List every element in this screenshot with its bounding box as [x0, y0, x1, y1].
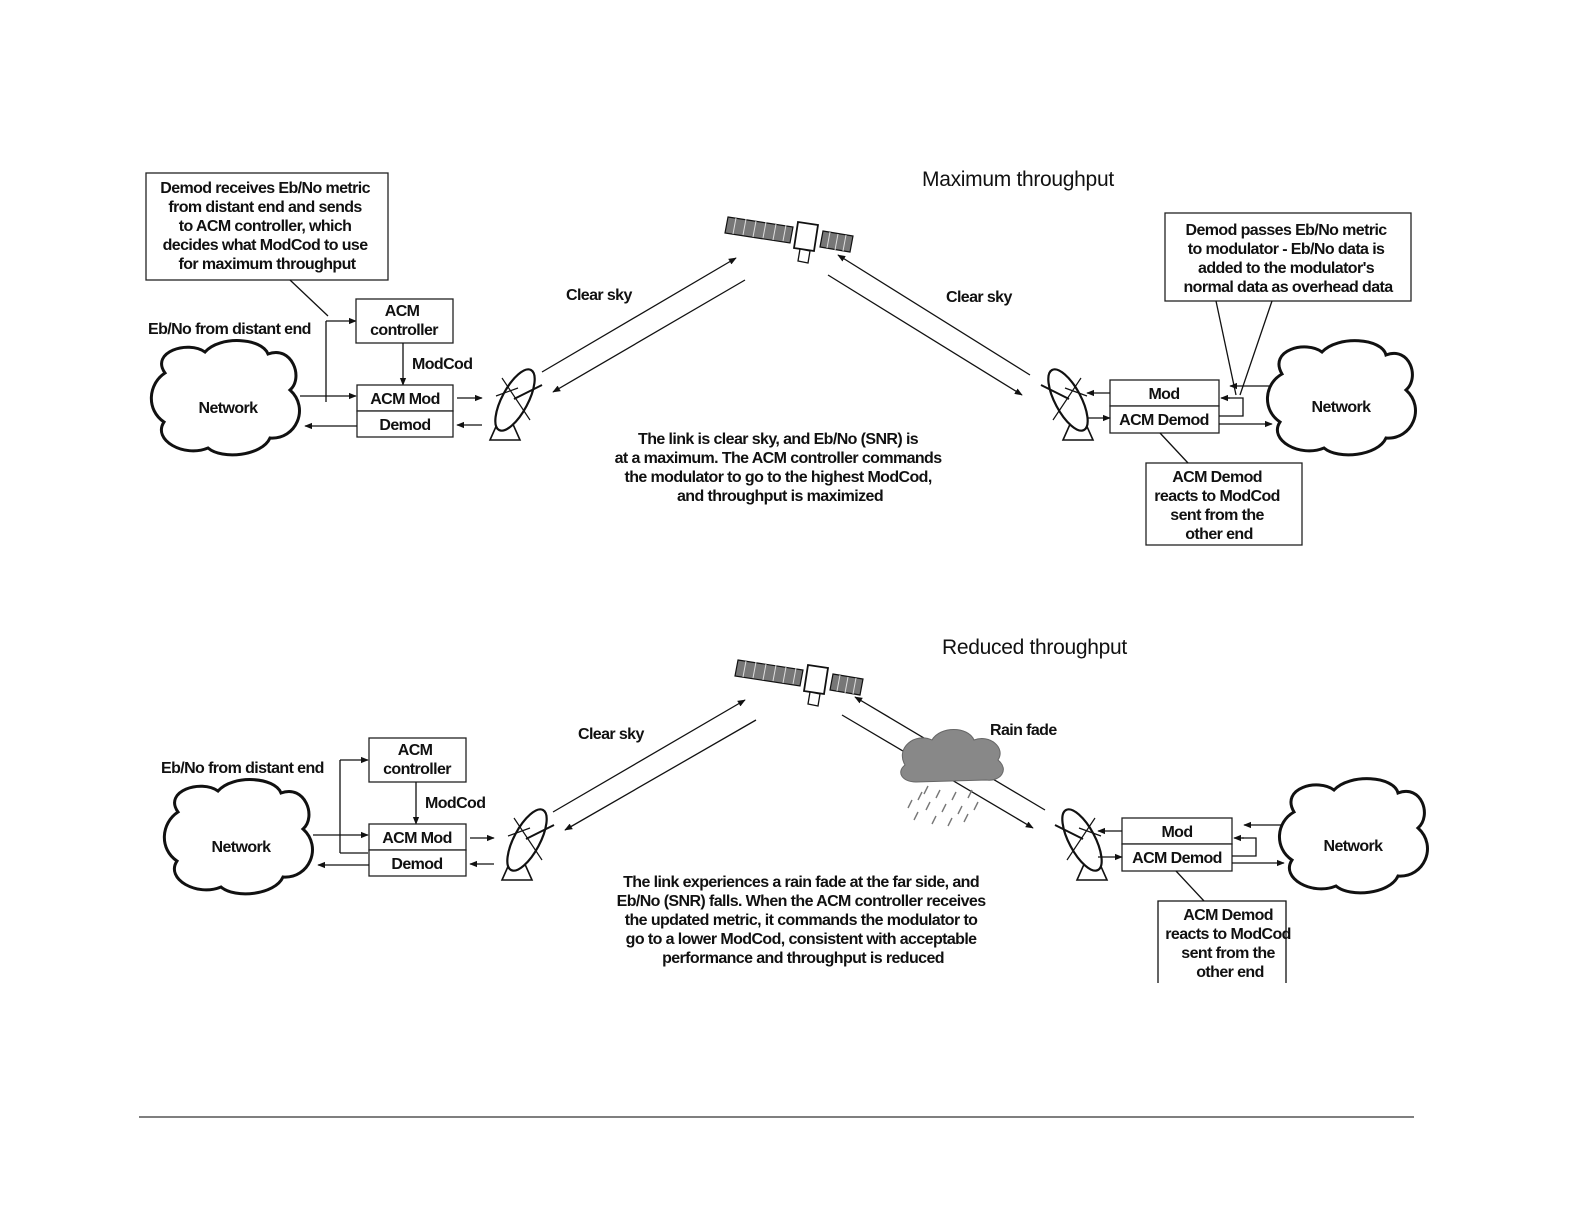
bottom-mod-box: [1121, 817, 1233, 845]
top-left-uplink-arrow: [541, 257, 737, 373]
top-mod-label: Mod: [1148, 386, 1179, 403]
bottom-dish-left-icon: [498, 802, 556, 882]
top-network-right-cloud: [1266, 339, 1417, 457]
top-clear-sky-left: Clear sky: [566, 287, 632, 304]
top-right-note-box: [1164, 212, 1412, 302]
bottom-acm-controller-label: ACM controller: [383, 742, 451, 778]
top-demod-label: Demod: [379, 417, 430, 434]
bottom-eb-no-label: Eb/No from distant end: [161, 760, 324, 777]
top-left-note-pointer: [289, 279, 329, 317]
bottom-rain-fade: Rain fade: [990, 722, 1057, 739]
bottom-acm-demod-note: ACM Demod reacts to ModCod sent from the…: [1165, 907, 1294, 981]
top-left-downlink-arrow: [552, 279, 746, 393]
top-acm-controller-label: ACM controller: [370, 303, 438, 339]
top-acm-controller-box: [355, 298, 454, 344]
top-satellite-icon: [724, 216, 854, 264]
bottom-network-right-label: Network: [1324, 838, 1384, 855]
top-right-note-pointer-a: [1215, 300, 1237, 396]
bottom-loopback-line: [1232, 837, 1257, 857]
top-left-note: Demod receives Eb/No metric from distant…: [160, 180, 374, 273]
bottom-satellite-icon: [734, 659, 864, 707]
top-clear-sky-right: Clear sky: [946, 289, 1012, 306]
bottom-modcod-label: ModCod: [425, 795, 485, 812]
bottom-acm-demod-note-pointer: [1175, 870, 1205, 902]
top-network-left-label: Network: [199, 400, 259, 417]
top-right-note: Demod passes Eb/No metric to modulator -…: [1183, 222, 1393, 296]
bottom-demod-label: Demod: [391, 856, 442, 873]
top-right-uplink-arrow: [837, 254, 1031, 376]
top-loopback-line: [1219, 397, 1244, 417]
bottom-network-right-cloud: [1278, 777, 1429, 895]
top-network-left-cloud: [149, 339, 301, 457]
rain-cloud-icon: [900, 729, 1004, 827]
top-title: Maximum throughput: [922, 168, 1114, 191]
top-acm-mod-box: [356, 384, 454, 412]
bottom-section: Reduced throughput Eb/No from distant en…: [161, 636, 1429, 983]
top-eb-no-label: Eb/No from distant end: [148, 321, 311, 338]
bottom-clear-sky: Clear sky: [578, 726, 644, 743]
top-modcod-label: ModCod: [412, 356, 472, 373]
bottom-network-left-label: Network: [212, 839, 272, 856]
top-acm-demod-box: [1109, 405, 1220, 434]
bottom-acm-demod-label: ACM Demod: [1132, 850, 1222, 867]
top-demod-box: [356, 410, 454, 438]
bottom-left-downlink-arrow: [564, 719, 757, 831]
top-acm-demod-note-pointer: [1159, 432, 1189, 464]
top-right-note-pointer-b: [1239, 300, 1273, 396]
bottom-dish-right-icon: [1053, 802, 1111, 882]
bottom-title: Reduced throughput: [942, 636, 1127, 659]
bottom-acm-mod-box: [368, 823, 467, 851]
bottom-acm-mod-label: ACM Mod: [382, 830, 452, 847]
top-acm-mod-label: ACM Mod: [370, 391, 440, 408]
top-center-text: The link is clear sky, and Eb/No (SNR) i…: [615, 431, 946, 505]
top-left-note-box: [145, 172, 389, 281]
bottom-acm-demod-note-box: [1157, 900, 1287, 983]
top-network-right-label: Network: [1312, 399, 1372, 416]
top-dish-right-icon: [1039, 362, 1097, 442]
top-acm-demod-note: ACM Demod reacts to ModCod sent from the…: [1154, 469, 1283, 543]
bottom-demod-box: [368, 849, 467, 877]
top-dish-left-icon: [486, 362, 544, 442]
bottom-acm-controller-box: [368, 737, 467, 783]
top-acm-demod-note-box: [1145, 462, 1303, 546]
bottom-network-left-cloud: [162, 778, 314, 896]
top-acm-demod-label: ACM Demod: [1119, 412, 1209, 429]
bottom-center-text: The link experiences a rain fade at the …: [617, 874, 990, 967]
bottom-mod-label: Mod: [1161, 824, 1192, 841]
top-section: Maximum throughput Demod receives Eb/No …: [145, 168, 1417, 546]
top-right-downlink-arrow: [827, 274, 1023, 396]
bottom-left-uplink-arrow: [552, 699, 746, 813]
